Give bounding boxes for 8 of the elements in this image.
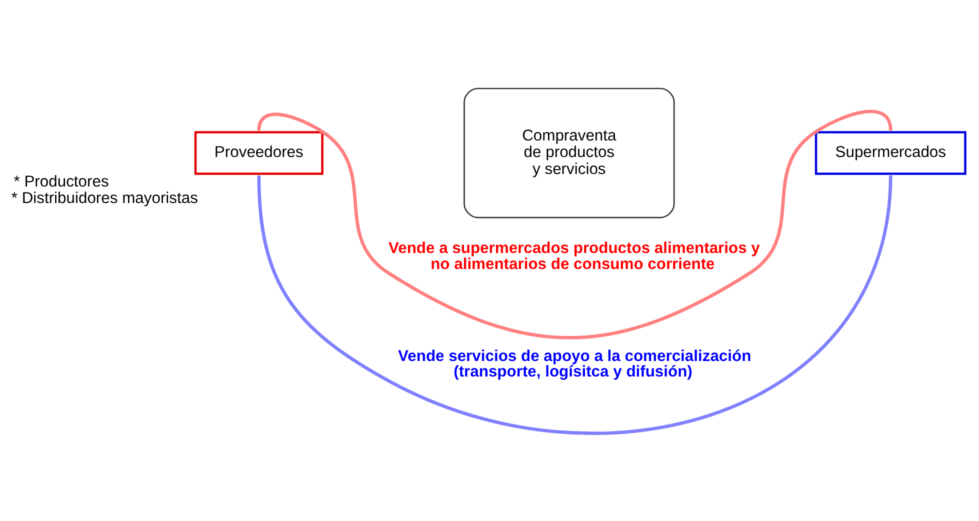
node-label: * Productores xyxy=(14,172,109,190)
edge-label: Vende a supermercados productos alimentarios y no alimentarios de consumo corriente xyxy=(388,240,760,272)
edge-label: Vende servicios de apoyo a la comercialización (transporte, logísitca y difusión) xyxy=(398,347,752,380)
node-label: * Distribuidores mayoristas xyxy=(11,190,198,207)
connector xyxy=(257,174,892,434)
node-box: Compraventa de productos y servicios xyxy=(464,87,675,218)
node-box: Proveedores xyxy=(194,130,324,174)
node-box: Supermercados xyxy=(814,130,966,174)
